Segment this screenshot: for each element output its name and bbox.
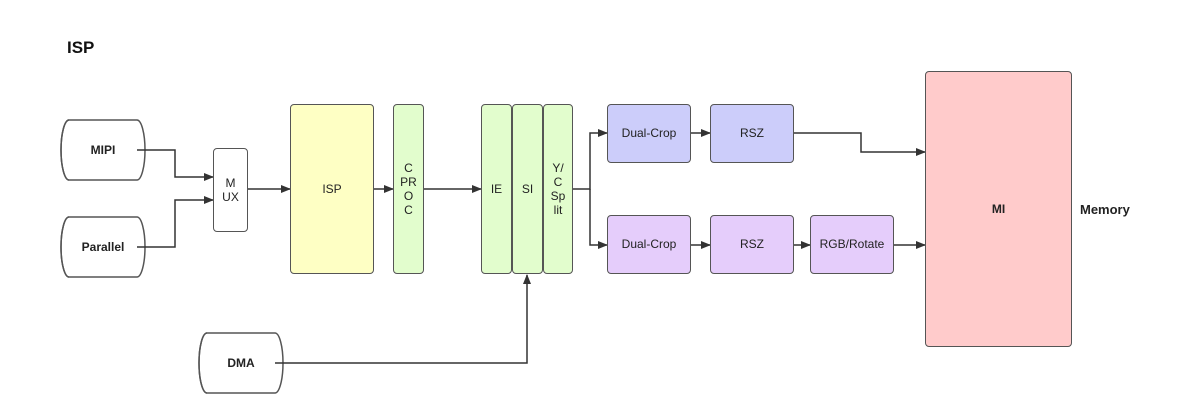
dma-cylinder-shape xyxy=(198,332,284,394)
ie-block: IE xyxy=(481,104,512,274)
main-dual-crop-block: Dual-Crop xyxy=(607,104,691,163)
arrow-dma-to-si xyxy=(275,274,531,364)
main-rsz-block: RSZ xyxy=(710,104,794,163)
arrow-split-to-main-crop xyxy=(573,129,608,190)
isp-block: ISP xyxy=(290,104,374,274)
diagram-title: ISP xyxy=(67,38,95,57)
arrow-parallel-to-mux xyxy=(137,196,214,248)
arrow-split-to-self-crop xyxy=(589,189,608,249)
mipi-source-label: MIPI xyxy=(90,143,116,157)
cproc-block: C PR O C xyxy=(393,104,424,274)
mi-block: MI xyxy=(925,71,1072,347)
dma-source-label: DMA xyxy=(227,356,255,370)
rgb-rotate-block: RGB/Rotate xyxy=(810,215,894,274)
parallel-source-label: Parallel xyxy=(81,240,125,254)
arrow-mipi-to-mux xyxy=(137,149,214,181)
yc-split-block: Y/ C Sp lit xyxy=(543,104,573,274)
mipi-cylinder-shape xyxy=(60,119,146,181)
self-rsz-block: RSZ xyxy=(710,215,794,274)
si-block: SI xyxy=(512,104,543,274)
arrow-main-rsz-to-mi xyxy=(794,132,926,156)
self-dual-crop-block: Dual-Crop xyxy=(607,215,691,274)
parallel-cylinder-shape xyxy=(60,216,146,278)
mux-block: M UX xyxy=(213,148,248,232)
memory-label: Memory xyxy=(1080,202,1130,217)
